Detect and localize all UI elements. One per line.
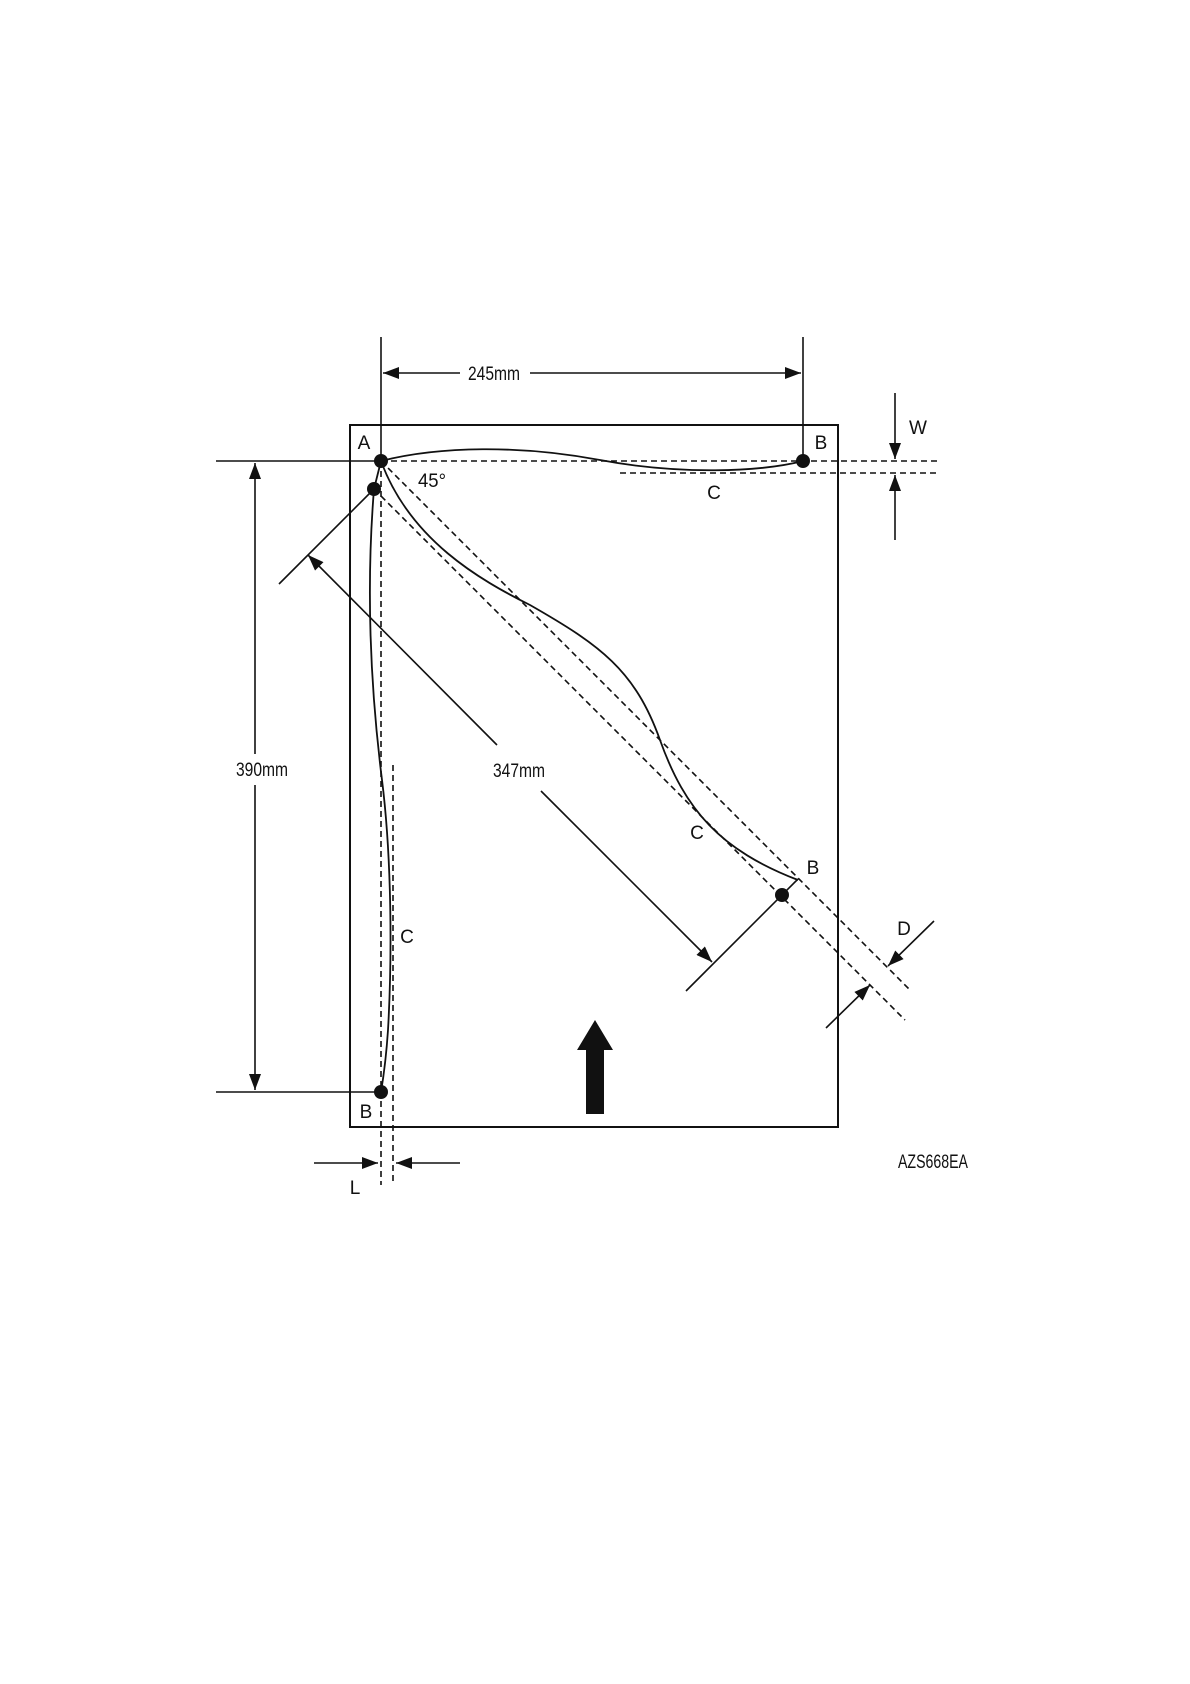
up-arrow-icon [577,1020,613,1114]
label-point-b-top: B [815,433,828,454]
reference-line-diagonal [381,461,910,990]
label-curve-diagonal: C [690,823,704,844]
point-a [374,454,388,468]
reference-line-diagonal-offset [374,489,905,1020]
curve-top [381,449,803,470]
curve-left [370,489,391,1092]
dimension-label-diagonal: 347mm [493,761,545,782]
dimension-label-height: 390mm [236,760,288,781]
label-tolerance-l: L [350,1178,361,1199]
point-b-top [796,454,810,468]
label-curve-left: C [400,927,414,948]
label-curve-top: C [707,483,721,504]
tolerance-d-arrow-lower [826,985,870,1028]
dimension-label-width: 245mm [468,364,520,385]
label-point-b-diagonal: B [807,858,820,879]
label-tolerance-d: D [897,919,911,940]
point-b-bottom [374,1085,388,1099]
figure-code: AZS668EA [898,1152,968,1173]
extension-line-diagonal-start [279,489,374,584]
tolerance-d-arrow-upper [888,921,934,966]
label-tolerance-w: W [909,418,927,439]
dimension-line-diagonal-lower [541,791,712,962]
point-b-diagonal [775,888,789,902]
label-point-b-bottom: B [360,1102,373,1123]
point-diagonal-start [367,482,381,496]
label-point-a: A [358,433,371,454]
label-angle: 45° [418,471,446,492]
